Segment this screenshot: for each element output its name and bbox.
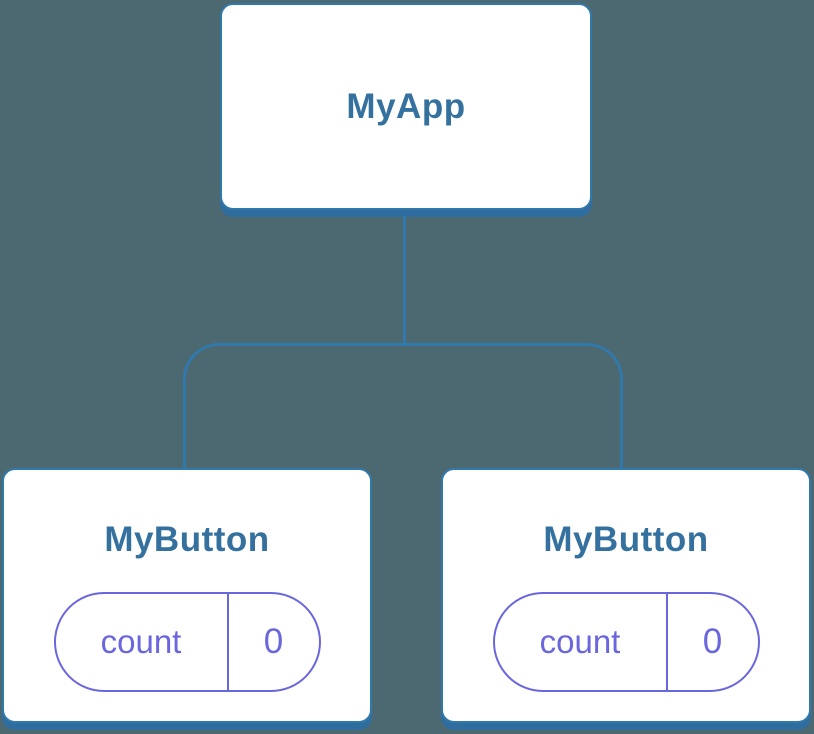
node-mybutton-1-label: MyButton [104, 520, 270, 559]
state-pill-2: count 0 [492, 592, 760, 692]
node-mybutton-2-label: MyButton [543, 520, 709, 559]
state-name: count [495, 594, 668, 690]
node-myapp-label: MyApp [346, 86, 466, 126]
state-name: count [56, 594, 229, 690]
node-mybutton-1: MyButton count 0 [2, 468, 372, 723]
node-mybutton-2: MyButton count 0 [441, 468, 811, 723]
node-myapp: MyApp [220, 3, 592, 210]
state-value: 0 [263, 622, 284, 661]
state-value: 0 [702, 622, 723, 661]
connector-stem [403, 216, 406, 343]
connector-bracket [183, 343, 623, 469]
state-pill-1: count 0 [53, 592, 321, 692]
